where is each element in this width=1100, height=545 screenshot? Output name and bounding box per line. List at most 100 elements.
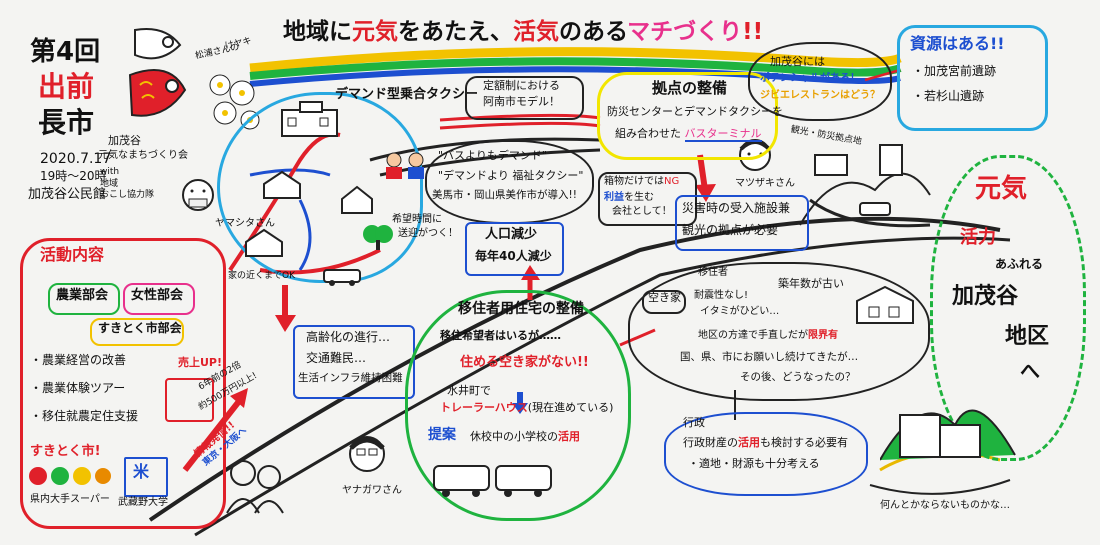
iju-label: 移住者 [698,267,728,278]
org-with: with [100,167,120,177]
akiya-label: 空き家 [648,291,681,304]
time-ok-label: 希望時間に [392,214,442,225]
vacant-line-1: 地区の方達で手直しだが限界有 [698,330,838,341]
hako-line-2: 利益を生む [604,192,654,203]
event-place: 加茂谷公民館 [28,187,107,202]
time-ok-label-2: 送迎がつく！ [398,228,458,239]
housing-line-3: 水井町で [447,384,491,397]
station-building-icon [281,101,338,137]
tai-label: イタミがひどい… [700,306,780,317]
admin-line-2: ・適地・財源も十分考える [688,457,820,470]
goal-word-3: あふれる [995,257,1044,271]
aging-line-1: 高齢化の進行… [306,330,391,344]
event-time: 19時～20時 [40,169,107,183]
old-label: 築年数が古い [778,277,844,290]
vacant-line-2: 国、県、市にお願いし続けてきたが… [680,351,859,363]
potential-line-2: ポテンシャルがある！ [760,73,860,84]
potential-line-3: ジビエレストランはどう？ [760,90,880,101]
goal-bubble [930,155,1086,461]
goal-word-1: 元気 [975,174,1028,204]
org-name: 加茂谷 [108,134,141,147]
admin-bubble [664,412,868,496]
activities-box [20,238,226,529]
aging-line-2: 交通難民… [306,351,367,365]
disaster-box [675,195,809,251]
hako-line-1: 箱物だけではNG [604,176,680,187]
house-icon [341,185,373,214]
club-3: すきとく市部会 [98,321,182,335]
koinobori-illustration [128,28,187,117]
person-matsuzaki-label: マツザキさん [735,178,795,189]
club-box-1 [48,283,120,315]
trailer-house-icon [433,465,552,497]
sales-up-label: 売上UP! [178,356,223,369]
housing-line-4: トレーラーハウス(現在進めている) [440,401,614,414]
main-title: 地域に元気をあたえ、活気のあるマチづくり!! [283,19,764,45]
demand-title: デマンド型乗合タクシー [335,87,479,102]
person-yanagawa-icon [349,436,385,472]
sales-box [165,378,214,422]
org-coop: おこし協力隊 [100,190,155,200]
resources-box [897,25,1048,131]
old-house-icon [856,285,914,324]
activities-title: 活動内容 [40,245,105,264]
resources-item-1: ・加茂宮前遺跡 [912,64,997,78]
housing-propose: 提案 [428,427,456,443]
housing-bubble [405,290,631,521]
housing-line-6: 休校中の小学校の活用 [470,430,580,443]
disaster-line-1: 災害時の受入施設兼 [682,201,791,215]
org-region: 地域 [100,179,119,189]
model-line-2: 阿南市モデル！ [483,95,560,108]
event-name-1: 出前 [38,70,95,103]
town-bubble [217,92,423,283]
resources-title: 資源はある!! [910,34,1005,53]
housing-line-1: 移住希望者はいるが…… [440,329,561,342]
activity-item-3: ・移住就農定住支援 [30,409,139,423]
hako-box [598,172,697,226]
rice-bag-icon [124,457,168,497]
activity-item-1: ・農業経営の改善 [30,353,127,367]
hub-line-1: 防災センターとデマンドタクシーを [607,105,783,118]
goal-word-5: 地区 [1005,324,1050,349]
population-line-1: 人口減少 [485,227,538,242]
goal-word-2: 活力 [960,227,996,248]
supermarket-label: 県内大手スーパー [30,494,110,505]
rice-bag-label: 米 [133,462,150,481]
club-box-2 [123,283,195,315]
vacant-line-3: その後、どうなったの？ [740,371,856,383]
model-box [465,76,584,120]
hub-line-2: 組み合わせた バスターミナル [615,127,762,142]
club-box-3 [90,318,184,346]
akiya-box [642,290,686,314]
listeners-illustration [226,460,284,514]
population-box [465,222,564,276]
goal-word-6: へ [1020,359,1040,383]
housing-title: 移住者用住宅の整備 [458,301,584,317]
vacant-bubble [628,262,930,401]
bus-line-1: "バスよりもデマンド" [438,149,547,162]
potential-bubble [748,42,892,121]
disaster-line-2: 観光の拠点が必要 [682,223,779,237]
person-yanagawa-label: ヤナガワさん [342,485,402,496]
house-near-label: 家の近くまでOK [228,271,295,281]
admin-line-1: 行政財産の活用も検討する必要有 [683,436,848,449]
vegetables-icon [29,467,111,485]
university-label: 武藏野大学 [118,497,168,508]
bus-line-2: "デマンドより 福祉タクシー" [438,169,584,182]
brand-label: すきとく市! [30,444,101,459]
taxi-icon [323,269,361,286]
hub-box [597,72,778,160]
house-icon [263,170,301,199]
event-name-2: 長市 [38,106,95,139]
school-building-icon [880,409,1016,461]
org-name-2: 元気なまちづくり会 [98,150,188,161]
hako-line-3: 会社として！ [612,206,672,217]
housing-line-2: 住める空き家がない!! [460,355,589,370]
club-2: 女性部会 [131,288,184,303]
admin-head: 行政 [683,416,705,429]
activity-item-2: ・農業体験ツアー [30,381,126,395]
event-number: 第4回 [30,37,101,67]
flower-illustration [209,74,260,130]
tree-icon [363,225,393,250]
bus-line-3: 美馬市・岡山県美作市が導入!! [432,189,577,201]
